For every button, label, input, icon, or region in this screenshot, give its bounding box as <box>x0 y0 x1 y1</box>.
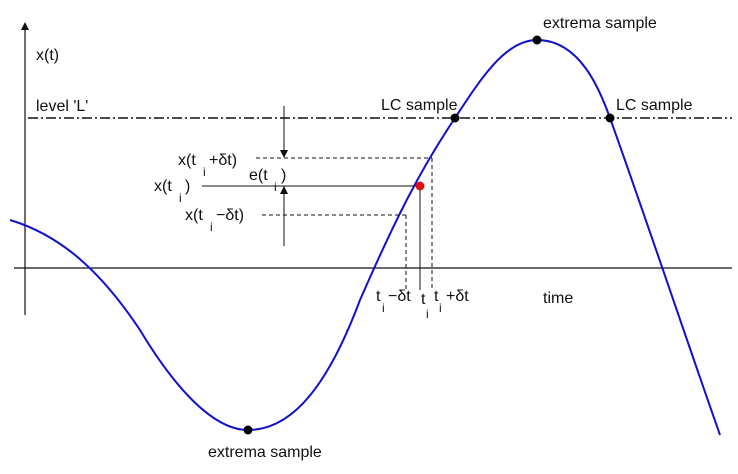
svg-text:−δt: −δt <box>388 288 411 305</box>
t-plus-delta-label: t i +δt <box>434 288 469 315</box>
svg-text:i: i <box>203 165 206 179</box>
svg-text:+δt: +δt <box>446 288 469 305</box>
x-ti-label: x(t i ) <box>154 178 190 205</box>
svg-text:−δt): −δt) <box>216 207 244 224</box>
extrema-sample-bottom-point <box>243 425 253 435</box>
svg-text:x(t: x(t <box>178 152 196 169</box>
signal-curve <box>9 38 721 436</box>
svg-text:i: i <box>426 307 429 321</box>
svg-text:e(t: e(t <box>249 167 268 184</box>
extrema-bottom-label: extrema sample <box>208 444 322 461</box>
svg-text:x(t: x(t <box>185 207 203 224</box>
svg-text:): ) <box>281 167 286 184</box>
svg-text:x(t: x(t <box>154 178 172 195</box>
svg-text:i: i <box>274 180 277 194</box>
error-label: e(t i ) <box>249 167 286 194</box>
lc-sample-label-1: LC sample <box>381 97 458 114</box>
svg-text:i: i <box>439 301 442 315</box>
extrema-top-label: extrema sample <box>543 15 657 32</box>
svg-text:+δt): +δt) <box>209 152 237 169</box>
svg-text:t: t <box>376 288 381 305</box>
x-axis-label: time <box>543 290 573 307</box>
lc-sample-label-2: LC sample <box>616 97 693 114</box>
t-minus-delta-label: t i −δt <box>376 288 411 315</box>
x-minus-delta-label: x(t i −δt) <box>185 207 244 234</box>
svg-text:t: t <box>434 288 439 305</box>
lc-sample-point-2 <box>605 113 615 123</box>
x-plus-delta-label: x(t i +δt) <box>178 152 237 179</box>
y-axis-label: x(t) <box>36 47 59 64</box>
extrema-sample-top-point <box>532 35 542 45</box>
svg-text:): ) <box>185 178 190 195</box>
svg-text:i: i <box>382 301 385 315</box>
current-sample-point <box>415 181 425 191</box>
t-i-label: t i <box>421 291 429 321</box>
svg-text:t: t <box>421 291 426 308</box>
level-label: level 'L' <box>36 98 88 115</box>
svg-text:i: i <box>210 220 213 234</box>
svg-text:i: i <box>179 191 182 205</box>
lc-sample-point-1 <box>450 113 460 123</box>
